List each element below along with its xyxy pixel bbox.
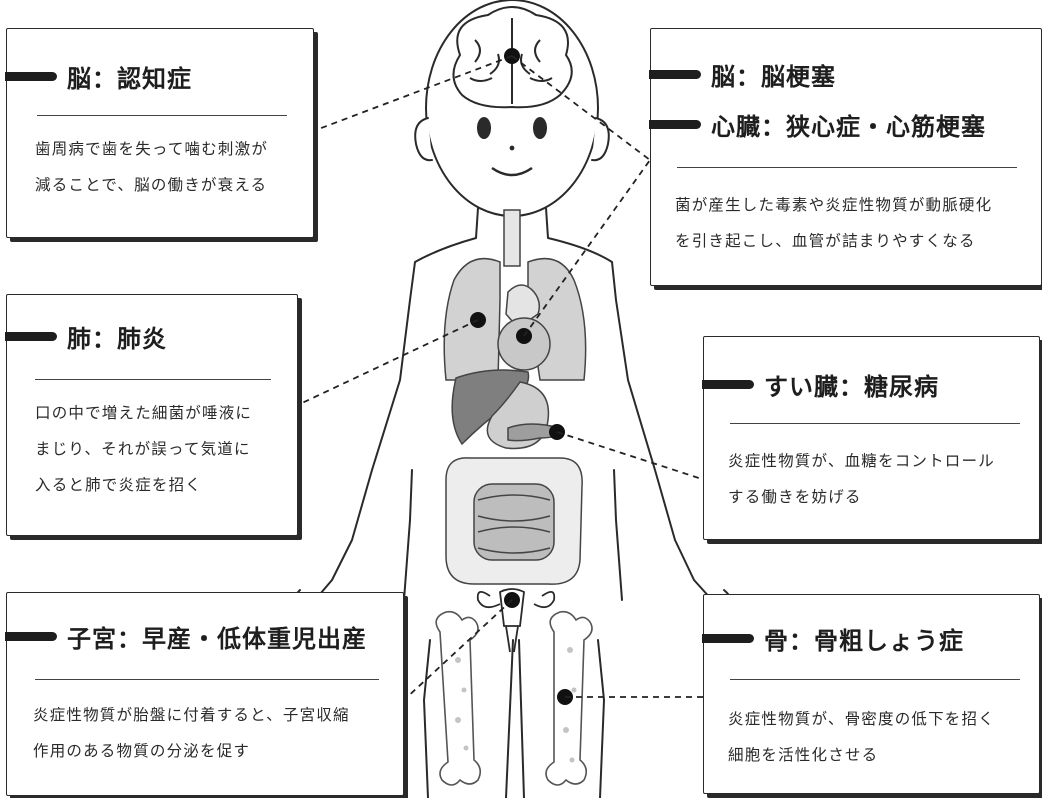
- card-text-line: 入ると肺で炎症を招く: [35, 467, 252, 503]
- card-text-line: 細胞を活性化させる: [728, 737, 995, 773]
- card-text-line: を引き起こし、血管が詰まりやすくなる: [675, 223, 992, 259]
- card-text: 炎症性物質が、血糖をコントロール する働きを妨げる: [728, 443, 995, 515]
- intestines: [446, 458, 582, 584]
- dot-uterus: [504, 592, 520, 608]
- card-uterus: 子宮：早産・低体重児出産 炎症性物質が胎盤に付着すると、子宮収縮 作用のある物質…: [6, 592, 404, 796]
- heading-bar: [5, 332, 57, 341]
- card-text: 菌が産生した毒素や炎症性物質が動脈硬化 を引き起こし、血管が詰まりやすくなる: [675, 187, 992, 259]
- divider: [35, 379, 271, 380]
- card-text-line: する働きを妨げる: [728, 479, 995, 515]
- divider: [730, 423, 1020, 424]
- card-text-line: まじり、それが誤って気道に: [35, 431, 252, 467]
- card-title: 脳：認知症: [67, 59, 192, 94]
- card-text-line: 口の中で増えた細菌が唾液に: [35, 395, 252, 431]
- card-title: 肺：肺炎: [67, 319, 167, 354]
- divider: [730, 679, 1020, 680]
- card-text-line: 菌が産生した毒素や炎症性物質が動脈硬化: [675, 187, 992, 223]
- card-text-line: 減ることで、脳の働きが衰える: [35, 167, 268, 203]
- card-lung: 肺：肺炎 口の中で増えた細菌が唾液に まじり、それが誤って気道に 入ると肺で炎症…: [6, 294, 298, 536]
- divider: [35, 679, 379, 680]
- card-text-line: 炎症性物質が、血糖をコントロール: [728, 443, 995, 479]
- card-title: 骨：骨粗しょう症: [764, 621, 964, 656]
- card-brain-dementia: 脳：認知症 歯周病で歯を失って噛む刺激が 減ることで、脳の働きが衰える: [6, 28, 314, 238]
- card-title-secondary: 心臓：狭心症・心筋梗塞: [711, 107, 986, 142]
- card-brain-heart: 脳：脳梗塞 心臓：狭心症・心筋梗塞 菌が産生した毒素や炎症性物質が動脈硬化 を引…: [650, 28, 1042, 286]
- card-pancreas: すい臓：糖尿病 炎症性物質が、血糖をコントロール する働きを妨げる: [703, 336, 1040, 540]
- divider: [677, 167, 1017, 168]
- heading-bar: [5, 72, 57, 81]
- heading-bar: [702, 634, 754, 643]
- card-text: 炎症性物質が胎盤に付着すると、子宮収縮 作用のある物質の分泌を促す: [33, 697, 350, 769]
- card-text-line: 炎症性物質が、骨密度の低下を招く: [728, 701, 995, 737]
- card-text: 炎症性物質が、骨密度の低下を招く 細胞を活性化させる: [728, 701, 995, 773]
- card-title: 脳：脳梗塞: [711, 57, 836, 92]
- card-text: 歯周病で歯を失って噛む刺激が 減ることで、脳の働きが衰える: [35, 131, 268, 203]
- card-text-line: 炎症性物質が胎盤に付着すると、子宮収縮: [33, 697, 350, 733]
- trachea: [504, 210, 520, 266]
- card-text-line: 歯周病で歯を失って噛む刺激が: [35, 131, 268, 167]
- dot-brain: [504, 48, 520, 64]
- heading-bar: [649, 70, 701, 79]
- heading-bar: [5, 632, 57, 641]
- heading-bar: [702, 380, 754, 389]
- card-text: 口の中で増えた細菌が唾液に まじり、それが誤って気道に 入ると肺で炎症を招く: [35, 395, 252, 503]
- divider: [37, 115, 287, 116]
- heading-bar: [649, 120, 701, 129]
- card-text-line: 作用のある物質の分泌を促す: [33, 733, 350, 769]
- card-title: 子宮：早産・低体重児出産: [67, 619, 367, 654]
- card-title: すい臓：糖尿病: [764, 367, 939, 402]
- card-bone: 骨：骨粗しょう症 炎症性物質が、骨密度の低下を招く 細胞を活性化させる: [703, 594, 1040, 794]
